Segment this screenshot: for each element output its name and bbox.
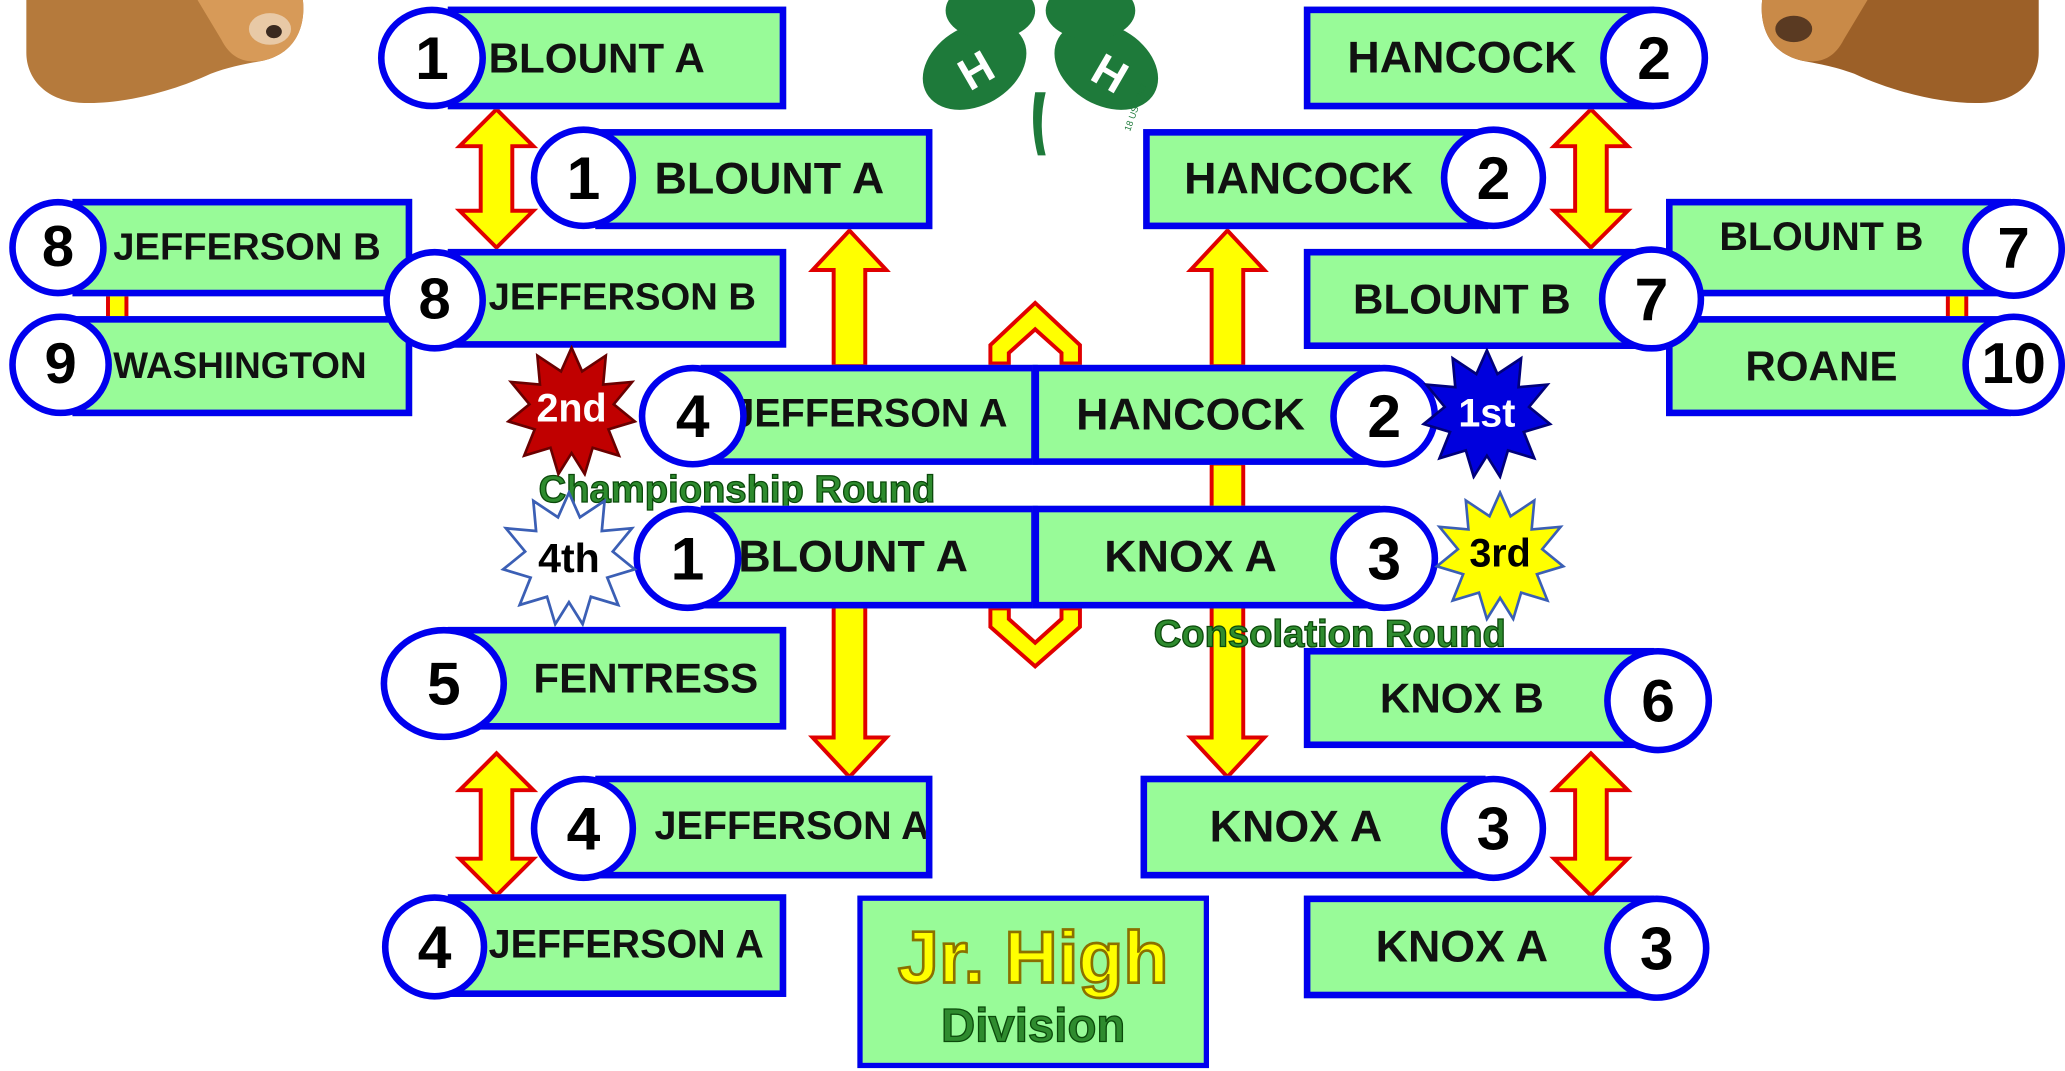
team-box-right-r0-a: BLOUNT B [1666, 199, 2011, 296]
place-burst-4th: 4th [498, 490, 640, 627]
seed-badge: 2 [1441, 126, 1546, 229]
seed-badge: 8 [9, 199, 106, 296]
consolation-left-box: BLOUNT A [701, 506, 1038, 609]
seed-badge: 1 [531, 126, 636, 229]
place-3rd-label: 3rd [1469, 531, 1530, 575]
place-burst-2nd: 2nd [506, 345, 638, 477]
double-arrow-right-bottom [1554, 753, 1628, 895]
place-burst-3rd: 3rd [1430, 490, 1570, 622]
seed-badge: 7 [1962, 199, 2065, 299]
arrow-center-connector [1212, 464, 1244, 509]
team-box-left-r0-a: JEFFERSON B [72, 199, 412, 296]
seed-badge: 8 [383, 249, 486, 352]
division-title: Jr. High [863, 917, 1204, 999]
seed-badge: 3 [1441, 776, 1546, 881]
team-box-left-r1-bot: JEFFERSON A [448, 894, 786, 997]
seed-badge: 9 [9, 313, 112, 416]
arrow-up-right [1191, 230, 1265, 366]
team-box-left-r0-b: WASHINGTON [72, 316, 412, 416]
championship-right-box: HANCOCK [1033, 365, 1381, 465]
team-box-left-r2-low: JEFFERSON A [595, 776, 932, 879]
place-4th-label: 4th [538, 535, 600, 581]
double-arrow-right-top [1554, 109, 1628, 247]
chevron-down-icon [990, 608, 1080, 666]
consolation-right-box: KNOX A [1033, 506, 1381, 609]
team-box-left-r1-top: BLOUNT A [448, 7, 786, 110]
championship-left-box: JEFFERSON A [701, 365, 1038, 465]
division-subtitle: Division [863, 998, 1204, 1053]
division-box: Jr. High Division [857, 896, 1209, 1069]
team-box-right-r1-low: KNOX B [1304, 648, 1654, 748]
seed-badge: 4 [382, 894, 487, 999]
seed-badge: 10 [1962, 313, 2065, 416]
team-box-right-r2-top: HANCOCK [1143, 129, 1488, 229]
seed-badge: 3 [1604, 896, 1709, 1001]
place-1st-label: 1st [1458, 392, 1515, 436]
seed-badge: 4 [531, 776, 636, 881]
seed-badge: 7 [1599, 246, 1704, 351]
team-box-right-r1-bot: KNOX A [1304, 896, 1654, 999]
seed-badge: 4 [639, 365, 747, 468]
seed-badge: 2 [1600, 7, 1708, 110]
seed-badge: 3 [1330, 506, 1438, 611]
team-box-right-r2-low: KNOX A [1141, 776, 1486, 879]
seed-badge: 5 [381, 627, 507, 740]
seed-badge: 6 [1604, 648, 1712, 753]
seed-badge: 1 [633, 506, 741, 611]
team-box-right-r0-b: ROANE [1666, 316, 2011, 416]
place-2nd-label: 2nd [536, 386, 606, 430]
team-box-left-r1-mid: JEFFERSON B [448, 249, 786, 348]
double-arrow-left-bottom [460, 753, 534, 895]
chevron-up-icon [990, 303, 1080, 364]
double-arrow-left-top [460, 109, 534, 247]
arrow-up-left [813, 230, 887, 366]
place-burst-1st: 1st [1421, 348, 1553, 480]
team-box-left-r2-top: BLOUNT A [595, 129, 932, 229]
arrow-down-left [813, 606, 887, 777]
seed-badge: 1 [378, 7, 486, 110]
